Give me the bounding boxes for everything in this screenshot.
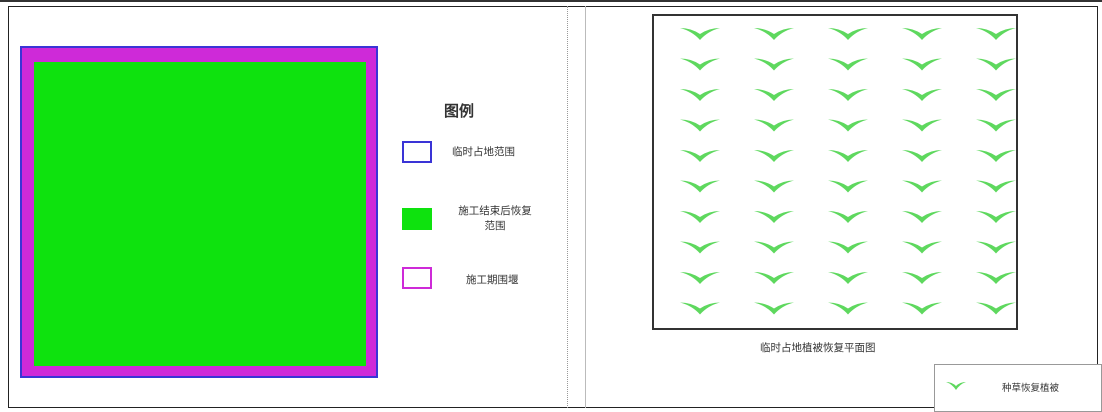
grass-symbol: [828, 58, 868, 71]
grass-symbol: [976, 150, 1016, 162]
grass-symbol: [828, 180, 868, 193]
grass-symbol: [902, 180, 942, 193]
legend-swatch-temporary-land: [402, 141, 432, 163]
grass-symbol: [902, 211, 942, 223]
grass-symbol: [754, 89, 794, 101]
grass-symbol: [680, 241, 720, 254]
vegetation-plan-caption: 临时占地植被恢复平面图: [760, 342, 876, 354]
grass-symbol: [828, 241, 868, 254]
grass-grid: [680, 28, 1016, 315]
panel-divider: [567, 6, 568, 408]
grass-symbol: [902, 119, 942, 132]
grass-symbol: [680, 89, 720, 101]
grass-symbol: [828, 28, 868, 40]
grass-symbol: [902, 302, 942, 315]
grass-symbol: [754, 58, 794, 71]
legend-title: 图例: [444, 102, 475, 120]
grass-symbol: [976, 58, 1016, 71]
legend-swatch-cofferdam: [402, 267, 432, 289]
grass-symbol: [902, 58, 942, 71]
legend-label-restoration: 施工结束后恢复范围: [458, 205, 532, 232]
restoration-area: [34, 62, 366, 366]
grass-symbol: [976, 272, 1016, 284]
grass-symbol: [680, 302, 720, 315]
grass-symbol: [754, 211, 794, 223]
grass-symbol: [754, 119, 794, 132]
grass-symbol: [680, 150, 720, 162]
grass-symbol: [902, 272, 942, 284]
grass-symbol: [828, 272, 868, 284]
legend-label-temporary-land: 临时占地范围: [452, 146, 515, 158]
grass-symbol: [754, 241, 794, 254]
grass-symbol: [976, 241, 1016, 254]
grass-symbol: [680, 272, 720, 284]
grass-symbol: [976, 119, 1016, 132]
grass-symbol: [902, 89, 942, 101]
grass-symbol: [828, 150, 868, 162]
grass-symbol: [754, 28, 794, 40]
grass-symbol: [754, 180, 794, 193]
grass-symbol: [976, 180, 1016, 193]
legend-label-cofferdam: 施工期围堰: [466, 274, 519, 286]
panel-divider-right: [585, 6, 586, 408]
grass-symbol: [976, 302, 1016, 315]
grass-symbol: [680, 211, 720, 223]
vegetation-plan-box: [652, 14, 1018, 330]
grass-symbol: [828, 89, 868, 101]
grass-symbol: [680, 58, 720, 71]
grass-symbol: [680, 119, 720, 132]
grass-symbol: [976, 89, 1016, 101]
legend-swatch-restoration: [402, 208, 432, 230]
grass-symbol: [680, 180, 720, 193]
grass-symbol: [754, 302, 794, 315]
top-rule: [0, 0, 1102, 2]
grass-legend-icon: [946, 382, 966, 390]
grass-symbol: [828, 211, 868, 223]
grass-symbol: [828, 302, 868, 315]
grass-symbol: [902, 241, 942, 254]
grass-symbol: [902, 150, 942, 162]
grass-symbol: [754, 272, 794, 284]
figure-frame: [8, 6, 1098, 408]
grass-symbol: [680, 28, 720, 40]
grass-legend-label: 种草恢复植被: [1002, 383, 1060, 394]
grass-symbol: [976, 28, 1016, 40]
grass-symbol: [902, 28, 942, 40]
grass-symbol: [976, 211, 1016, 223]
grass-symbol: [828, 119, 868, 132]
grass-symbol: [754, 150, 794, 162]
